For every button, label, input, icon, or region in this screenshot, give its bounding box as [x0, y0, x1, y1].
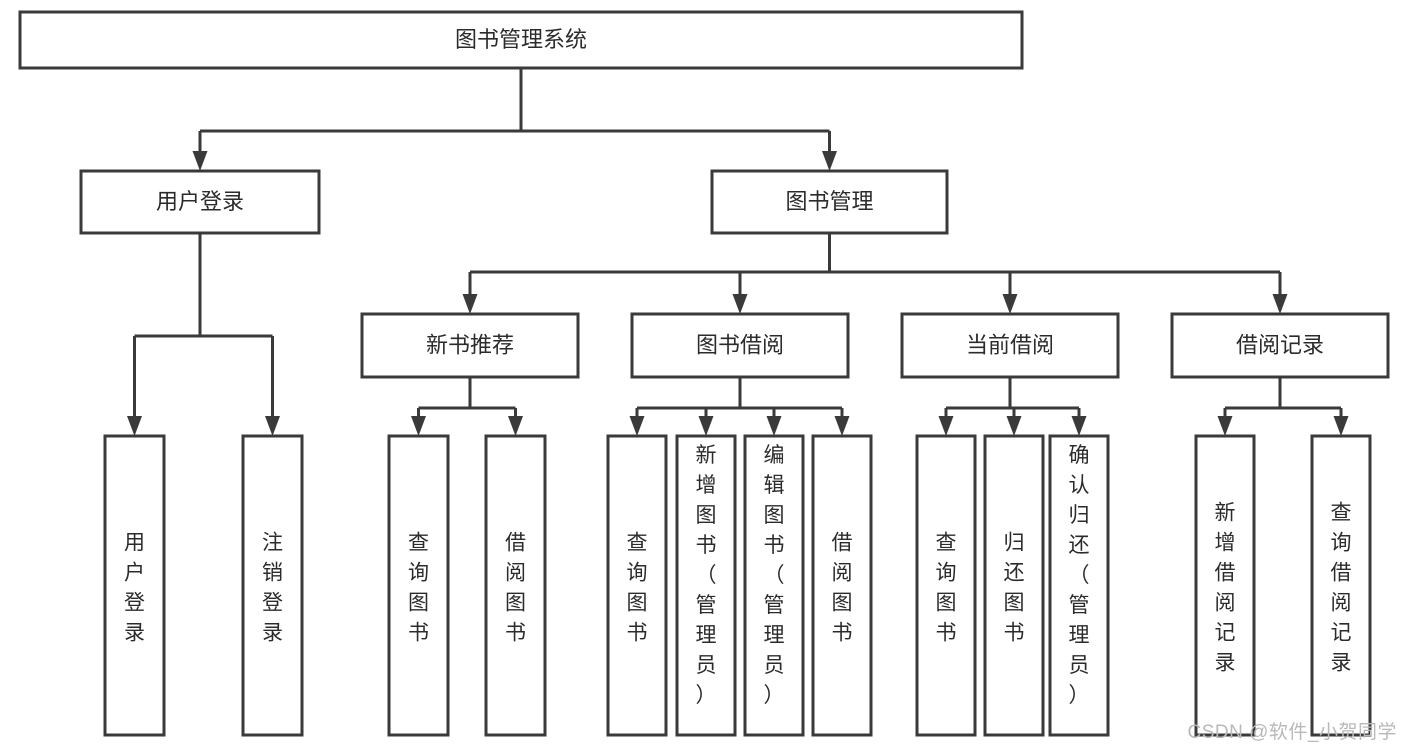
connector-group-root [192, 68, 837, 171]
node-box[interactable] [103, 434, 166, 737]
arrow-head-icon [1217, 416, 1233, 436]
node-leaf-bor-2[interactable]: 新增图书（管理员） [675, 434, 737, 737]
node-label: 查询图书 [627, 532, 648, 645]
node-label: 新增图书（管理员） [696, 444, 717, 707]
node-box[interactable] [606, 434, 668, 737]
arrow-head-icon [462, 294, 478, 314]
node-leaf-bor-1[interactable]: 查询图书 [606, 434, 668, 737]
connector-group-login [127, 233, 280, 436]
node-label: 编辑图书（管理员） [764, 444, 785, 707]
node-box[interactable] [484, 434, 547, 737]
node-label: 用户登录 [124, 532, 145, 645]
node-label: 图书管理 [785, 189, 873, 214]
connector-group-current [938, 377, 1087, 436]
node-bookmgmt[interactable]: 图书管理 [710, 169, 949, 235]
node-box[interactable] [1310, 434, 1372, 737]
node-label: 借阅图书 [832, 532, 853, 645]
node-label: 确认归还（管理员） [1069, 444, 1090, 707]
node-label: 查询图书 [408, 532, 429, 645]
node-label: 当前借阅 [966, 332, 1054, 357]
node-box[interactable] [18, 10, 1024, 70]
node-layer: 图书管理系统用户登录图书管理新书推荐图书借阅当前借阅借阅记录用户登录注销登录查询… [18, 10, 1390, 737]
node-box[interactable] [915, 434, 977, 737]
arrow-head-icon [834, 416, 850, 436]
node-box[interactable] [387, 434, 450, 737]
node-leaf-rec-2[interactable]: 查询借阅记录 [1310, 434, 1372, 737]
node-leaf-bor-4[interactable]: 借阅图书 [811, 434, 873, 737]
node-newbook[interactable]: 新书推荐 [360, 312, 580, 379]
node-box[interactable] [743, 434, 805, 737]
connector-group-records [1217, 377, 1349, 436]
node-label: 用户登录 [156, 189, 244, 214]
node-leaf-cur-2[interactable]: 归还图书 [983, 434, 1045, 737]
arrow-head-icon [508, 416, 523, 436]
node-root[interactable]: 图书管理系统 [18, 10, 1024, 70]
node-label: 注销登录 [262, 532, 283, 645]
node-leaf-cur-3[interactable]: 确认归还（管理员） [1048, 434, 1110, 737]
connector-layer [127, 68, 1349, 436]
node-box[interactable] [1170, 312, 1390, 379]
node-leaf-new-1[interactable]: 查询图书 [387, 434, 450, 737]
node-box[interactable] [675, 434, 737, 737]
node-label: 借阅图书 [505, 532, 526, 645]
arrow-head-icon [1272, 294, 1288, 314]
node-box[interactable] [360, 312, 580, 379]
arrow-head-icon [698, 416, 714, 436]
node-box[interactable] [630, 312, 850, 379]
arrow-head-icon [192, 151, 208, 171]
arrow-head-icon [1006, 416, 1022, 436]
node-leaf-rec-1[interactable]: 新增借阅记录 [1194, 434, 1256, 737]
arrow-head-icon [265, 416, 280, 436]
connector-group-borrow [629, 377, 850, 436]
node-box[interactable] [1194, 434, 1256, 737]
node-current[interactable]: 当前借阅 [900, 312, 1120, 379]
node-label: 图书管理系统 [455, 27, 587, 52]
arrow-head-icon [411, 416, 426, 436]
node-label: 查询借阅记录 [1331, 502, 1352, 675]
node-box[interactable] [811, 434, 873, 737]
arrow-head-icon [766, 416, 782, 436]
node-leaf-cur-1[interactable]: 查询图书 [915, 434, 977, 737]
arrow-head-icon [822, 151, 837, 171]
arrow-head-icon [1333, 416, 1349, 436]
node-label: 新增借阅记录 [1215, 502, 1236, 675]
arrow-head-icon [127, 416, 142, 436]
node-borrow[interactable]: 图书借阅 [630, 312, 850, 379]
connector-group-bookmgmt [462, 233, 1288, 314]
node-label: 新书推荐 [426, 332, 514, 357]
node-box[interactable] [710, 169, 949, 235]
node-leaf-bor-3[interactable]: 编辑图书（管理员） [743, 434, 805, 737]
connector-group-newbook [411, 377, 523, 436]
node-records[interactable]: 借阅记录 [1170, 312, 1390, 379]
node-label: 查询图书 [936, 532, 957, 645]
node-login[interactable]: 用户登录 [79, 169, 321, 235]
node-label: 借阅记录 [1236, 332, 1324, 357]
arrow-head-icon [732, 294, 748, 314]
node-box[interactable] [983, 434, 1045, 737]
arrow-head-icon [1002, 294, 1018, 314]
node-leaf-login-2[interactable]: 注销登录 [241, 434, 304, 737]
node-box[interactable] [241, 434, 304, 737]
arrow-head-icon [1071, 416, 1087, 436]
node-leaf-login-1[interactable]: 用户登录 [103, 434, 166, 737]
node-box[interactable] [900, 312, 1120, 379]
node-box[interactable] [79, 169, 321, 235]
arrow-head-icon [938, 416, 954, 436]
node-label: 图书借阅 [696, 332, 784, 357]
arrow-head-icon [629, 416, 645, 436]
node-box[interactable] [1048, 434, 1110, 737]
node-leaf-new-2[interactable]: 借阅图书 [484, 434, 547, 737]
node-label: 归还图书 [1004, 532, 1025, 645]
